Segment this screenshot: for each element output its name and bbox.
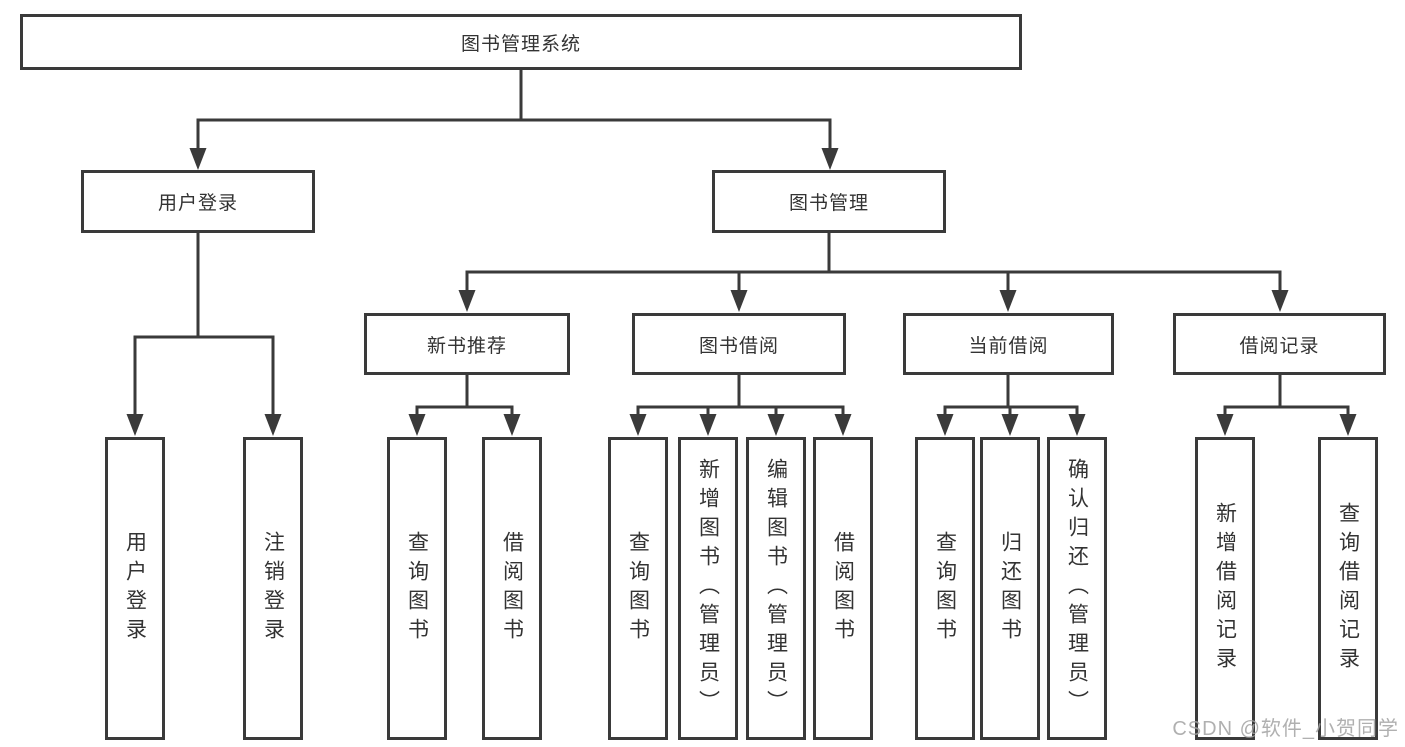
leaf-label: 用户登录 bbox=[123, 530, 147, 647]
leaf-borrow-books-newbook: 借阅图书 bbox=[482, 437, 542, 740]
node-library-management-system: 图书管理系统 bbox=[20, 14, 1022, 70]
leaf-query-borrow-record: 查询借阅记录 bbox=[1318, 437, 1378, 740]
edge-userlogin-to-leaves bbox=[133, 233, 275, 417]
leaf-label: 确认归还（管理员） bbox=[1065, 458, 1089, 719]
leaf-label: 借阅图书 bbox=[500, 530, 524, 647]
node-label: 图书管理系统 bbox=[460, 33, 581, 55]
leaf-query-books-borrow: 查询图书 bbox=[608, 437, 668, 740]
edge-currentborrow-to-leaves bbox=[943, 375, 1079, 417]
leaf-label: 查询借阅记录 bbox=[1336, 501, 1360, 676]
node-label: 图书管理 bbox=[788, 193, 869, 214]
leaf-confirm-return-admin: 确认归还（管理员） bbox=[1047, 437, 1107, 740]
leaf-label: 注销登录 bbox=[261, 530, 285, 647]
arrowheads bbox=[126, 148, 1357, 436]
leaf-label: 查询图书 bbox=[933, 530, 957, 647]
leaf-label: 归还图书 bbox=[998, 530, 1022, 647]
node-label: 当前借阅 bbox=[968, 335, 1049, 357]
node-label: 用户登录 bbox=[157, 193, 238, 214]
edge-borrowrecord-to-leaves bbox=[1223, 375, 1350, 417]
watermark: CSDN @软件_小贺同学 bbox=[1172, 718, 1399, 740]
leaf-label: 查询图书 bbox=[626, 530, 650, 647]
edge-newbook-to-leaves bbox=[415, 375, 514, 417]
node-label: 图书借阅 bbox=[698, 335, 779, 357]
leaf-label: 新增图书（管理员） bbox=[696, 458, 720, 719]
edge-bookborrow-to-leaves bbox=[636, 375, 845, 417]
leaf-query-books-newbook: 查询图书 bbox=[387, 437, 447, 740]
leaf-logout: 注销登录 bbox=[243, 437, 303, 740]
leaf-edit-books-admin: 编辑图书（管理员） bbox=[746, 437, 806, 740]
edge-bookmgmt-to-level3 bbox=[465, 233, 1282, 293]
edge-root-to-level2 bbox=[196, 70, 832, 151]
leaf-return-books: 归还图书 bbox=[980, 437, 1040, 740]
node-label: 新书推荐 bbox=[426, 335, 507, 357]
leaf-borrow-books: 借阅图书 bbox=[813, 437, 873, 740]
leaf-user-login: 用户登录 bbox=[105, 437, 165, 740]
node-current-borrow: 当前借阅 bbox=[903, 313, 1114, 375]
node-book-borrow: 图书借阅 bbox=[632, 313, 846, 375]
leaf-label: 查询图书 bbox=[405, 530, 429, 647]
node-new-book-recommend: 新书推荐 bbox=[364, 313, 570, 375]
leaf-label: 编辑图书（管理员） bbox=[764, 458, 788, 719]
leaf-query-books-current: 查询图书 bbox=[915, 437, 975, 740]
leaf-add-books-admin: 新增图书（管理员） bbox=[678, 437, 738, 740]
node-label: 借阅记录 bbox=[1239, 335, 1320, 357]
leaf-label: 借阅图书 bbox=[831, 530, 855, 647]
node-user-login: 用户登录 bbox=[81, 170, 315, 233]
node-book-management: 图书管理 bbox=[712, 170, 946, 233]
node-borrow-records: 借阅记录 bbox=[1173, 313, 1386, 375]
leaf-label: 新增借阅记录 bbox=[1213, 501, 1237, 676]
leaf-add-borrow-record: 新增借阅记录 bbox=[1195, 437, 1255, 740]
